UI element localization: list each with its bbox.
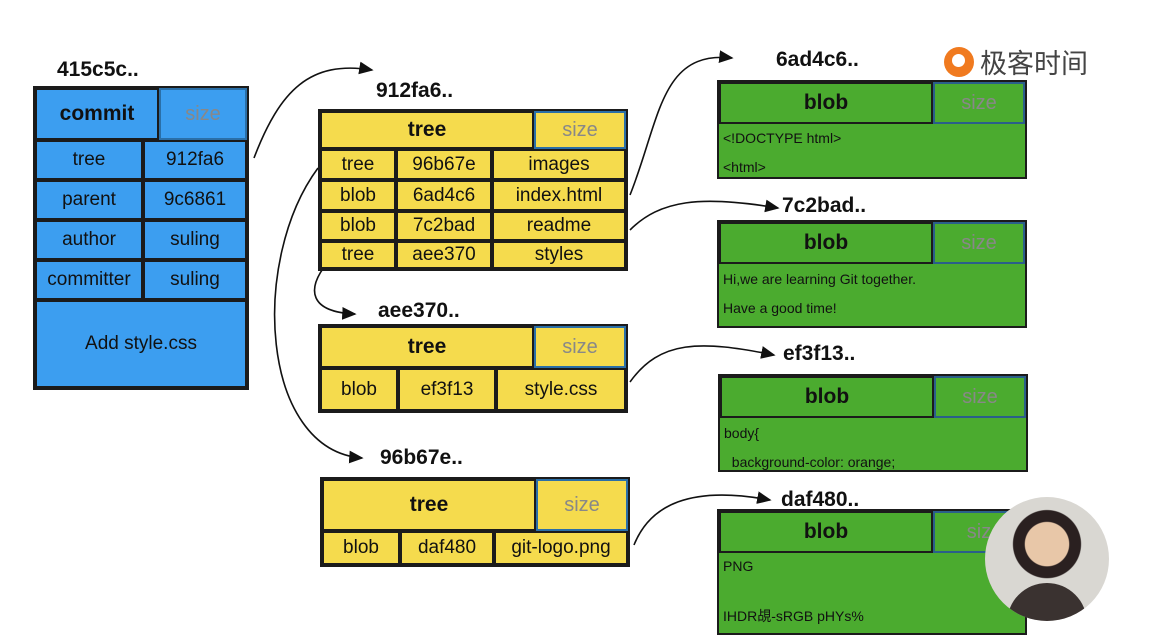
blob-content-line: <html> bbox=[723, 159, 766, 175]
commit-object: commit size tree 912fa6 parent 9c6861 au… bbox=[33, 86, 249, 390]
blob-content-line: <!DOCTYPE html> bbox=[723, 130, 842, 146]
tree-type-label: tree bbox=[322, 479, 536, 531]
tree-entry-hash: aee370 bbox=[396, 241, 492, 269]
tree-type-label: tree bbox=[320, 326, 534, 368]
commit-row-value: 912fa6 bbox=[143, 140, 247, 180]
tree-images-object: tree size blob daf480 git-logo.png bbox=[320, 477, 630, 567]
commit-type-label: commit bbox=[35, 88, 159, 140]
tree-entry-hash: ef3f13 bbox=[398, 368, 496, 411]
tree-root-hash: 912fa6.. bbox=[376, 79, 454, 102]
blob-content-line: IHDR覘-sRGB pHYs% bbox=[723, 608, 864, 624]
blob-index-object: blob size <!DOCTYPE html> <html> bbox=[717, 80, 1027, 179]
blob-index-hash: 6ad4c6.. bbox=[776, 48, 859, 71]
blob-readme-hash: 7c2bad.. bbox=[782, 194, 867, 217]
tree-entry-hash: 6ad4c6 bbox=[396, 180, 492, 211]
tree-root-object: tree size tree 96b67e images blob 6ad4c6… bbox=[318, 109, 628, 271]
tree-entry-name: style.css bbox=[496, 368, 626, 411]
blob-content-line: Have a good time! bbox=[723, 300, 837, 316]
logo-text: 极客时间 bbox=[980, 49, 1088, 80]
blob-size-label: size bbox=[933, 222, 1025, 264]
commit-row-value: suling bbox=[143, 260, 247, 300]
tree-entry-type: blob bbox=[320, 211, 396, 241]
tree-entry-name: images bbox=[492, 149, 626, 180]
commit-size-label: size bbox=[159, 88, 247, 140]
tree-entry-hash: daf480 bbox=[400, 531, 494, 565]
blob-size-label: size bbox=[933, 82, 1025, 124]
arrow-styles-to-style-blob bbox=[629, 345, 776, 383]
arrow-commit-to-tree bbox=[253, 61, 374, 159]
blob-style-hash: ef3f13.. bbox=[783, 342, 856, 365]
tree-entry-name: readme bbox=[492, 211, 626, 241]
commit-row-value: suling bbox=[143, 220, 247, 260]
geektime-logo: 极客时间 bbox=[944, 42, 1088, 81]
blob-type-label: blob bbox=[720, 376, 934, 418]
tree-entry-type: tree bbox=[320, 149, 396, 180]
commit-hash: 415c5c.. bbox=[57, 58, 139, 81]
geektime-logo-icon bbox=[944, 46, 974, 77]
tree-size-label: size bbox=[536, 479, 628, 531]
commit-row-value: 9c6861 bbox=[143, 180, 247, 220]
blob-content-line: background-color: orange; bbox=[724, 454, 896, 470]
tree-entry-hash: 96b67e bbox=[396, 149, 492, 180]
tree-entry-type: blob bbox=[320, 368, 398, 411]
arrow-tree-to-readme-blob bbox=[629, 199, 780, 231]
presenter-avatar bbox=[985, 497, 1109, 621]
tree-entry-hash: 7c2bad bbox=[396, 211, 492, 241]
tree-entry-name: git-logo.png bbox=[494, 531, 628, 565]
blob-logo-hash: daf480.. bbox=[781, 488, 860, 511]
tree-images-hash: 96b67e.. bbox=[380, 446, 463, 469]
tree-entry-type: tree bbox=[320, 241, 396, 269]
arrow-images-to-logo-blob bbox=[633, 491, 772, 546]
tree-entry-type: blob bbox=[322, 531, 400, 565]
tree-styles-object: tree size blob ef3f13 style.css bbox=[318, 324, 628, 413]
blob-type-label: blob bbox=[719, 511, 933, 553]
blob-type-label: blob bbox=[719, 82, 933, 124]
blob-type-label: blob bbox=[719, 222, 933, 264]
presenter-body bbox=[1007, 583, 1087, 621]
tree-size-label: size bbox=[534, 111, 626, 149]
tree-entry-name: index.html bbox=[492, 180, 626, 211]
arrow-tree-to-index-blob bbox=[629, 50, 734, 196]
blob-readme-object: blob size Hi,we are learning Git togethe… bbox=[717, 220, 1027, 328]
commit-row-key: parent bbox=[35, 180, 143, 220]
arrow-tree-to-images-tree bbox=[273, 167, 364, 464]
tree-type-label: tree bbox=[320, 111, 534, 149]
blob-size-label: size bbox=[934, 376, 1026, 418]
blob-logo-object: blob siz PNG IHDR覘-sRGB pHYs% bbox=[717, 509, 1027, 635]
commit-message: Add style.css bbox=[35, 300, 247, 388]
blob-content-line: Hi,we are learning Git together. bbox=[723, 271, 916, 287]
tree-styles-hash: aee370.. bbox=[378, 299, 460, 322]
commit-row-key: committer bbox=[35, 260, 143, 300]
commit-row-key: author bbox=[35, 220, 143, 260]
tree-entry-name: styles bbox=[492, 241, 626, 269]
blob-content-line: PNG bbox=[723, 558, 754, 574]
commit-row-key: tree bbox=[35, 140, 143, 180]
tree-entry-type: blob bbox=[320, 180, 396, 211]
tree-size-label: size bbox=[534, 326, 626, 368]
blob-style-object: blob size body{ background-color: orange… bbox=[718, 374, 1028, 472]
blob-content-line: body{ bbox=[724, 425, 760, 441]
